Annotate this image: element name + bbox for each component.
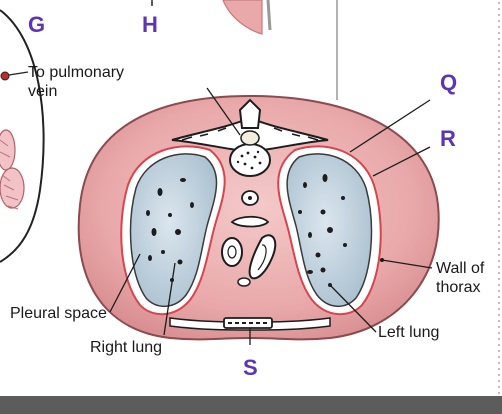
scroll-edge-pattern	[496, 0, 502, 396]
pulmonary-vein-label: To pulmonary vein	[28, 63, 124, 101]
pulmonary-vein-pointer	[8, 71, 29, 76]
sternum	[169, 317, 331, 331]
right-lung-pointer	[163, 262, 176, 336]
bottom-bar	[0, 396, 502, 414]
top-vessel-fragment	[266, 0, 272, 31]
top-tissue-fragment	[222, 0, 263, 35]
mediastinum-structures	[221, 190, 277, 287]
vertebra	[171, 98, 329, 177]
pulmonary-vein-label-line2: vein	[28, 83, 58, 100]
capillary-clusters	[0, 129, 25, 210]
vein-dot	[0, 71, 10, 81]
pleural-space-pointer	[109, 253, 141, 313]
left-lung-pointer-dot	[328, 283, 332, 287]
wall-of-thorax-line2: thorax	[436, 279, 481, 296]
left-lung-airways	[298, 174, 347, 274]
label-r: R	[440, 126, 456, 151]
label-g: G	[28, 12, 46, 37]
pulmonary-vein-label-line1: To pulmonary	[28, 64, 125, 81]
r-pointer	[372, 146, 431, 177]
right-lung-label: Right lung	[90, 339, 163, 356]
right-lung-shape	[129, 153, 218, 307]
vertebra-pointer	[206, 87, 241, 136]
left-lung-label: Left lung	[378, 324, 440, 341]
alveolus-outline	[0, 9, 45, 263]
wall-pointer	[381, 259, 433, 269]
label-s: S	[243, 355, 258, 380]
wall-pointer-dot	[380, 258, 384, 262]
label-q: Q	[440, 70, 458, 95]
wall-of-thorax-line1: Wall of	[436, 260, 485, 277]
right-lung-airways	[146, 178, 194, 282]
wall-of-thorax-label: Wall of thorax	[436, 259, 484, 297]
q-pointer	[349, 99, 431, 153]
pleural-space-label: Pleural space	[10, 305, 107, 322]
left-lung-pointer	[329, 284, 377, 333]
label-h: H	[142, 12, 158, 37]
